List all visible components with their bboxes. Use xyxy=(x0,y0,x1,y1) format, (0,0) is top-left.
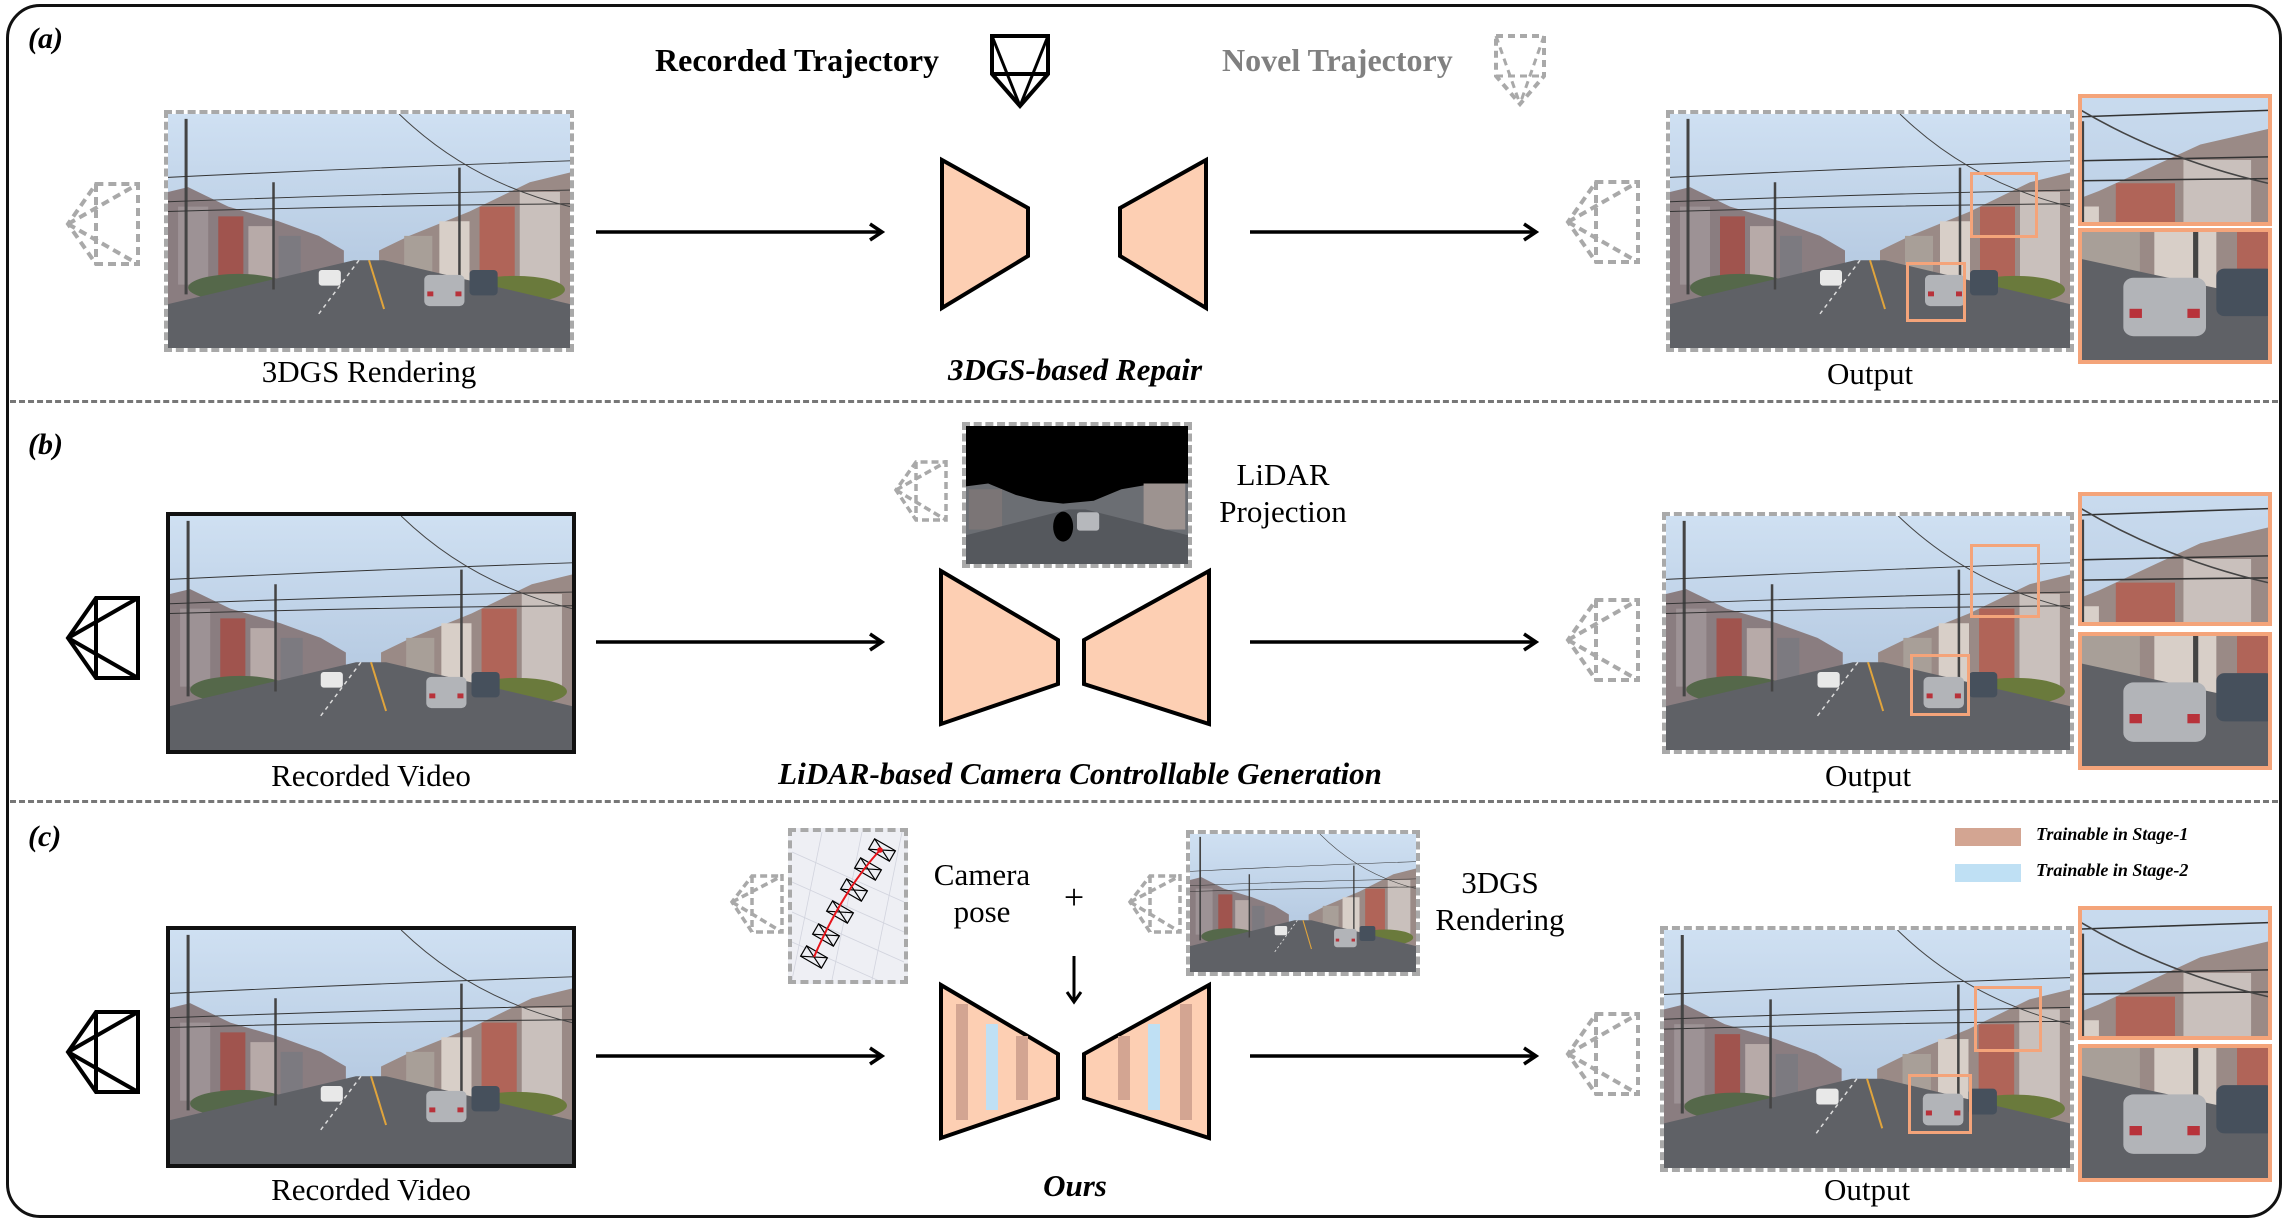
output-caption-c: Output xyxy=(1823,1172,1911,1207)
arrow-right-icon xyxy=(596,1046,886,1066)
section-label-c: (c) xyxy=(28,820,62,853)
camera-frustum-solid-icon xyxy=(990,34,1050,110)
method-title-a: 3DGS-based Repair xyxy=(947,352,1203,387)
highlight-box-car xyxy=(1906,262,1966,322)
encoder-block xyxy=(939,981,1060,1141)
input-recorded-video-b xyxy=(166,512,576,754)
highlight-box-houses xyxy=(1970,544,2040,618)
stage1-layer xyxy=(1180,1004,1192,1120)
encoder-block xyxy=(940,156,1030,312)
decoder-block xyxy=(1082,981,1211,1141)
camera-frustum-dashed-icon xyxy=(1494,34,1546,108)
figure-frame xyxy=(6,4,2282,1218)
stage1-legend-label: Trainable in Stage-1 xyxy=(2036,824,2189,844)
3dgs-rendering-label: 3DGS Rendering xyxy=(1435,865,1565,938)
novel-camera-icon xyxy=(1127,874,1182,934)
novel-camera-icon xyxy=(1565,598,1640,682)
lidar-projection-image xyxy=(962,422,1192,568)
stage1-layer xyxy=(956,1004,968,1120)
network-encoder-decoder-c xyxy=(939,981,1211,1141)
stage2-layer xyxy=(986,1024,998,1110)
novel-camera-icon xyxy=(893,460,948,522)
input-3dgs-rendering-image xyxy=(164,110,574,352)
highlight-box-car xyxy=(1910,654,1970,716)
network-encoder-decoder-b xyxy=(938,567,1212,728)
recorded-camera-icon xyxy=(65,1010,140,1094)
section-divider-bc xyxy=(10,800,2278,803)
input-caption-b: Recorded Video xyxy=(271,758,471,793)
decoder-block xyxy=(1082,567,1211,727)
legend-recorded-trajectory: Recorded Trajectory xyxy=(655,42,940,78)
zoom-crop-car-c xyxy=(2078,1044,2272,1182)
section-label-b: (b) xyxy=(28,428,63,461)
novel-camera-icon xyxy=(1565,180,1640,264)
arrow-right-icon xyxy=(1250,632,1540,652)
camera-pose-plot xyxy=(788,828,908,984)
arrow-right-icon xyxy=(1250,1046,1540,1066)
output-image-b xyxy=(1662,512,2074,754)
stage2-layer xyxy=(1148,1024,1160,1110)
novel-camera-icon xyxy=(1565,1012,1640,1096)
stage2-legend-label: Trainable in Stage-2 xyxy=(2036,860,2189,880)
zoom-crop-houses-c xyxy=(2078,906,2272,1040)
novel-camera-icon xyxy=(729,874,784,934)
decoder-block xyxy=(1118,156,1208,312)
output-caption-b: Output xyxy=(1824,758,1912,793)
output-caption-a: Output xyxy=(1826,356,1914,391)
zoom-crop-houses-b xyxy=(2078,492,2272,626)
novel-camera-icon xyxy=(65,182,140,266)
highlight-box-car xyxy=(1908,1074,1972,1134)
arrow-right-icon xyxy=(596,222,886,242)
legend-novel-trajectory: Novel Trajectory xyxy=(1222,42,1453,78)
plus-sign: + xyxy=(1063,877,1085,917)
network-encoder-decoder xyxy=(940,156,1208,312)
stage1-layer xyxy=(1118,1036,1130,1100)
section-label-a: (a) xyxy=(28,22,63,55)
arrow-right-icon xyxy=(596,632,886,652)
stage1-layer xyxy=(1016,1036,1028,1100)
3dgs-rendering-condition-image xyxy=(1186,830,1420,976)
method-title-c: Ours xyxy=(1043,1168,1107,1203)
input-caption-c: Recorded Video xyxy=(271,1172,471,1207)
trajectory-line xyxy=(813,849,881,958)
highlight-box-houses xyxy=(1970,172,2038,238)
arrow-down-icon xyxy=(1065,956,1083,1005)
output-image-a xyxy=(1666,110,2074,352)
recorded-camera-icon xyxy=(65,596,140,680)
output-image-c xyxy=(1660,926,2074,1172)
zoom-crop-houses-a xyxy=(2078,94,2272,226)
lidar-projection-label: LiDAR Projection xyxy=(1219,457,1347,530)
arrow-right-icon xyxy=(1250,222,1540,242)
method-title-b: LiDAR-based Camera Controllable Generati… xyxy=(778,756,1382,791)
stage2-swatch xyxy=(1955,864,2021,882)
camera-pose-label: Camera pose xyxy=(933,857,1031,930)
zoom-crop-car-b xyxy=(2078,632,2272,770)
zoom-crop-car-a xyxy=(2078,228,2272,364)
section-divider-ab xyxy=(10,400,2278,403)
stage1-swatch xyxy=(1955,828,2021,846)
input-recorded-video-c xyxy=(166,926,576,1168)
highlight-box-houses xyxy=(1974,986,2042,1052)
encoder-block xyxy=(939,567,1060,727)
camera-pose-frustums xyxy=(799,837,897,970)
input-caption-a: 3DGS Rendering xyxy=(261,354,477,389)
